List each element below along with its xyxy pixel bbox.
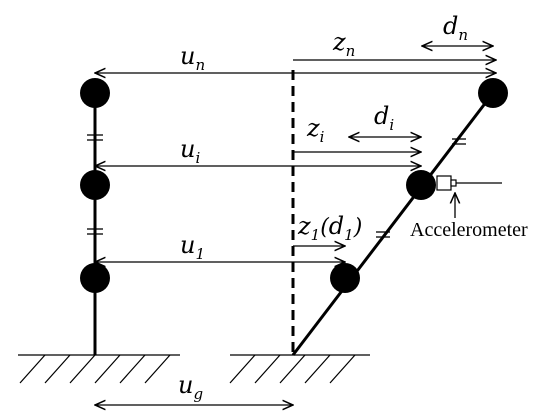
right-column	[291, 92, 495, 356]
svg-text:zn: zn	[332, 28, 355, 60]
svg-text:ui: ui	[180, 135, 200, 167]
svg-text:zi: zi	[306, 114, 325, 146]
svg-text:di: di	[374, 102, 394, 134]
svg-text:ug: ug	[178, 371, 203, 403]
label-z-i: zi	[306, 114, 325, 146]
left-structure	[80, 78, 110, 355]
mass-1-left	[80, 263, 110, 293]
svg-text:z1(d1): z1(d1)	[297, 212, 362, 244]
label-u-n: un	[180, 42, 205, 74]
mass-i-left	[80, 170, 110, 200]
right-structure	[291, 78, 508, 356]
mass-1-right	[330, 263, 360, 293]
svg-text:dn: dn	[443, 12, 468, 44]
accelerometer-box	[436, 175, 452, 191]
svg-text:un: un	[180, 42, 205, 74]
ground-right	[229, 354, 370, 384]
accelerometer-label: Accelerometer	[410, 219, 528, 241]
accelerometer: Accelerometer	[410, 175, 528, 241]
label-u-1: u1	[180, 231, 205, 263]
ground-left	[18, 354, 180, 384]
mass-i-right	[406, 170, 436, 200]
label-z-1: z1(d1)	[297, 212, 362, 244]
label-u-g: ug	[178, 371, 203, 403]
label-d-i: di	[374, 102, 394, 134]
mass-n-left	[80, 78, 110, 108]
displacement-arrows	[95, 46, 496, 405]
label-u-i: ui	[180, 135, 200, 167]
label-z-n: zn	[332, 28, 355, 60]
mass-n-right	[478, 78, 508, 108]
label-d-n: dn	[443, 12, 468, 44]
svg-text:u1: u1	[180, 231, 205, 263]
